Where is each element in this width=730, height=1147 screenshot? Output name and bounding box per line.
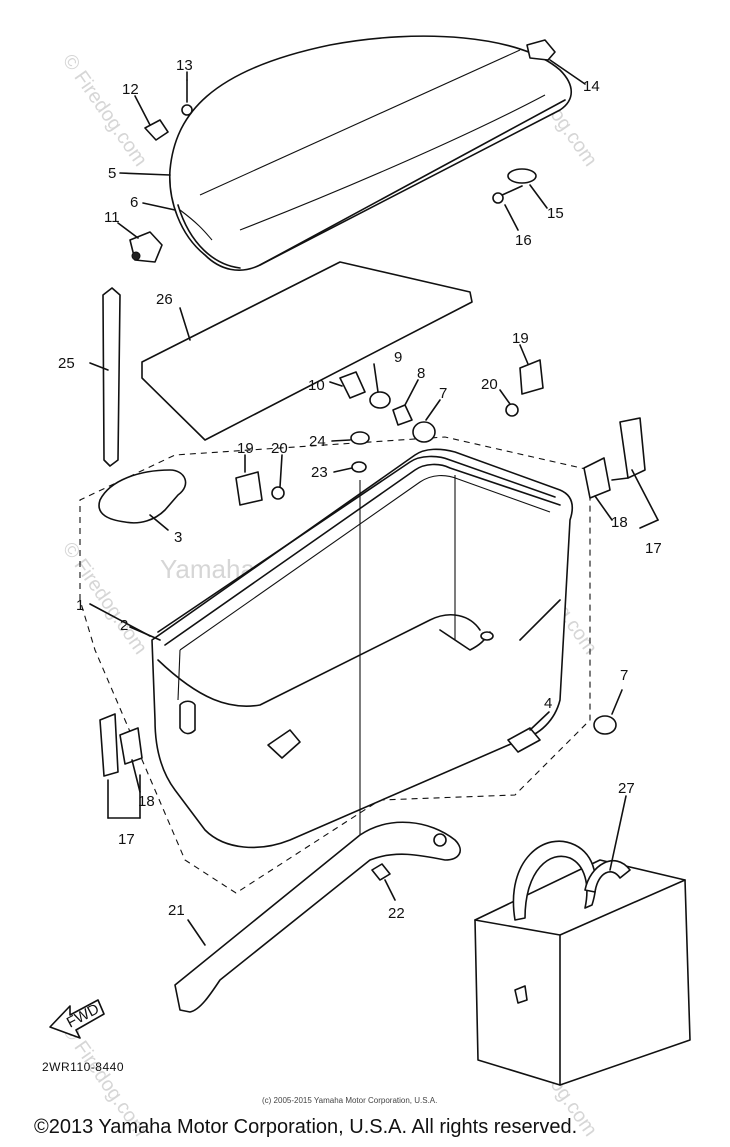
- callout-20b: 20: [481, 376, 498, 393]
- inner-panel: [141, 261, 473, 441]
- callout-23: 23: [311, 464, 328, 481]
- latch-left: [99, 713, 143, 777]
- small-copyright: (c) 2005-2015 Yamaha Motor Corporation, …: [262, 1096, 438, 1105]
- callout-7b: 7: [620, 667, 628, 684]
- assembly-boundary: [79, 436, 591, 894]
- callout-11: 11: [104, 209, 120, 226]
- gasket: [98, 469, 187, 524]
- callout-20a: 20: [271, 440, 288, 457]
- strap: [102, 287, 121, 467]
- callout-16: 16: [515, 232, 532, 249]
- forward-arrow: FWD: [49, 999, 105, 1039]
- callout-8: 8: [417, 365, 425, 382]
- watermark-site-3: © Firedog.com: [58, 538, 151, 658]
- callout-22: 22: [388, 905, 405, 922]
- callout-14: 14: [583, 78, 600, 95]
- callout-19a: 19: [237, 440, 254, 457]
- callout-13: 13: [176, 57, 193, 74]
- callout-26: 26: [156, 291, 173, 308]
- callout-3: 3: [174, 529, 182, 546]
- footer-copyright: ©2013 Yamaha Motor Corporation, U.S.A. A…: [34, 1116, 578, 1138]
- lid: [169, 35, 573, 271]
- callout-9: 9: [394, 349, 402, 366]
- callout-18a: 18: [611, 514, 628, 531]
- callout-21: 21: [168, 902, 185, 919]
- callout-19b: 19: [512, 330, 529, 347]
- callout-1: 1: [76, 597, 84, 614]
- callout-17b: 17: [118, 831, 135, 848]
- diagram-code: 2WR110-8440: [42, 1060, 124, 1074]
- callout-18b: 18: [138, 793, 155, 810]
- bracket: [174, 821, 461, 1013]
- callout-2: 2: [120, 617, 128, 634]
- leader-lines: [89, 59, 659, 946]
- callout-4: 4: [544, 695, 552, 712]
- case-body: [151, 448, 574, 849]
- watermark-site-1: © Firedog.com: [58, 50, 151, 170]
- callout-25: 25: [58, 355, 75, 372]
- callout-7a: 7: [439, 385, 447, 402]
- callout-15: 15: [547, 205, 564, 222]
- callout-17a: 17: [645, 540, 662, 557]
- callouts: 1 2 3 4 5 6 7 7 8 9 10 11 12 13 14 15 16…: [58, 57, 662, 922]
- callout-27: 27: [618, 780, 635, 797]
- callout-5: 5: [108, 165, 116, 182]
- callout-6: 6: [130, 194, 138, 211]
- hardware-parts: [235, 359, 617, 735]
- callout-24: 24: [309, 433, 326, 450]
- callout-12: 12: [122, 81, 139, 98]
- callout-10: 10: [308, 377, 325, 394]
- latch-right: [583, 417, 646, 499]
- inner-bag: [474, 840, 691, 1086]
